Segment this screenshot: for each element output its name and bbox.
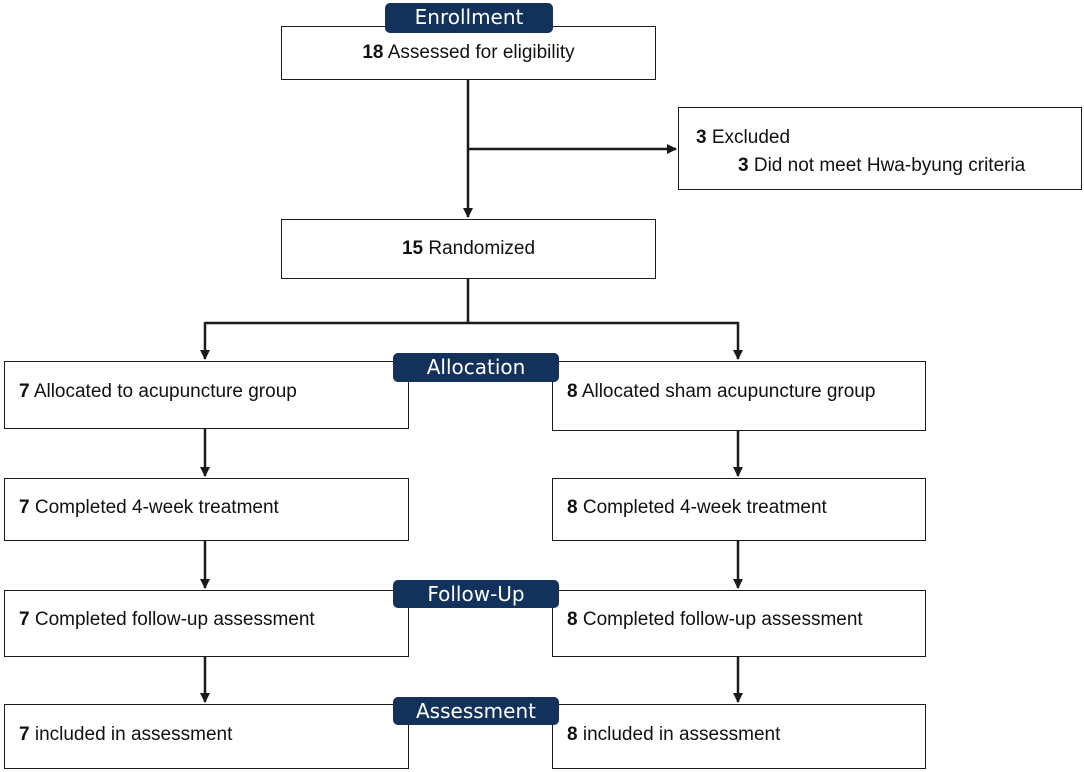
sham-included-count: 8 [567, 724, 578, 745]
excluded-count: 3 [696, 127, 707, 148]
randomized-count: 15 [401, 238, 424, 259]
sham-included-label: included in assessment [582, 724, 781, 745]
stage-assessment-badge: Assessment [393, 697, 559, 725]
sham-included-box: 8 included in assessment [552, 704, 926, 769]
acupuncture-follow-up-count: 7 [19, 609, 30, 630]
acupuncture-included-box: 7 included in assessment [4, 704, 409, 769]
excluded-label: Excluded [711, 127, 791, 148]
stage-allocation-badge: Allocation [393, 353, 559, 382]
excluded-box: 3 Excluded 3 Did not meet Hwa-byung crit… [678, 107, 1082, 190]
sham-follow-up-count: 8 [567, 609, 578, 630]
acupuncture-completed-label: Completed 4-week treatment [34, 497, 279, 518]
sham-allocated-box: 8 Allocated sham acupuncture group [552, 361, 926, 431]
sham-allocated-label: Allocated sham acupuncture group [581, 381, 876, 402]
sham-completed-box: 8 Completed 4-week treatment [552, 478, 926, 541]
sham-allocated-count: 8 [567, 381, 578, 402]
acupuncture-completed-box: 7 Completed 4-week treatment [4, 478, 409, 541]
assessed-label: Assessed for eligibility [387, 42, 575, 63]
acupuncture-follow-up-box: 7 Completed follow-up assessment [4, 590, 409, 657]
acupuncture-included-count: 7 [19, 724, 30, 745]
acupuncture-allocated-count: 7 [19, 381, 30, 402]
randomized-box: 15 Randomized [281, 219, 656, 279]
acupuncture-allocated-box: 7 Allocated to acupuncture group [4, 361, 409, 429]
assessed-box: 18 Assessed for eligibility [281, 26, 656, 80]
stage-enrollment-badge: Enrollment [385, 3, 553, 33]
acupuncture-follow-up-label: Completed follow-up assessment [34, 609, 315, 630]
sham-completed-label: Completed 4-week treatment [582, 497, 827, 518]
assessed-count: 18 [362, 42, 384, 63]
stage-follow-up-badge: Follow-Up [393, 580, 559, 608]
sham-completed-count: 8 [567, 497, 578, 518]
acupuncture-completed-count: 7 [19, 497, 30, 518]
sham-follow-up-label: Completed follow-up assessment [582, 609, 863, 630]
excluded-reason-count: 3 [738, 155, 749, 176]
sham-follow-up-box: 8 Completed follow-up assessment [552, 590, 926, 657]
randomized-label: Randomized [428, 238, 536, 259]
excluded-reason: 3 Did not meet Hwa-byung criteria [696, 154, 1081, 178]
acupuncture-allocated-label: Allocated to acupuncture group [33, 381, 297, 402]
excluded-reason-label: Did not meet Hwa-byung criteria [753, 155, 1026, 176]
acupuncture-included-label: included in assessment [34, 724, 233, 745]
